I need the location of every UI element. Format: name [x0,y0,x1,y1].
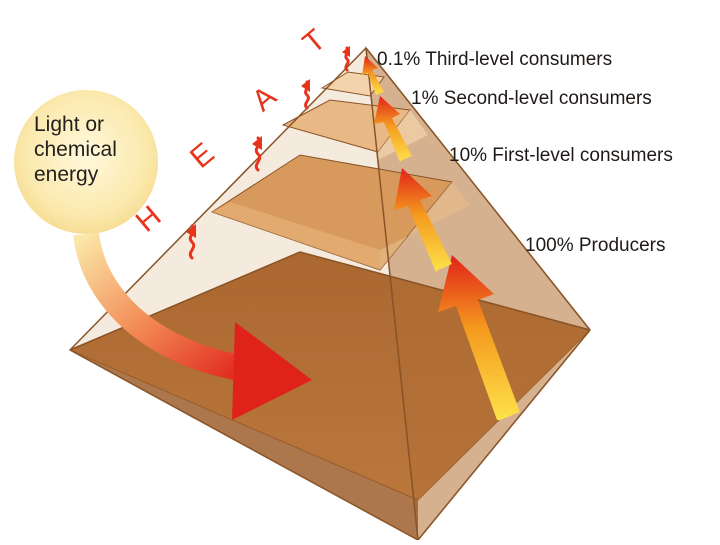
energy-source-label: Light or chemical energy [34,112,144,188]
energy-source-line-2: chemical [34,137,144,162]
heat-letter-e: E [184,137,221,175]
heat-letter-a: A [246,80,283,118]
level-label-second-consumers: 1% Second-level consumers [411,89,652,108]
level-label-producers: 100% Producers [525,236,665,255]
energy-source-line-3: energy [34,162,144,187]
level-label-first-consumers: 10% First-level consumers [449,146,673,165]
heat-letter-t: T [297,23,332,60]
energy-source-line-1: Light or [34,112,144,137]
level-label-third-consumers: 0.1% Third-level consumers [377,50,612,69]
